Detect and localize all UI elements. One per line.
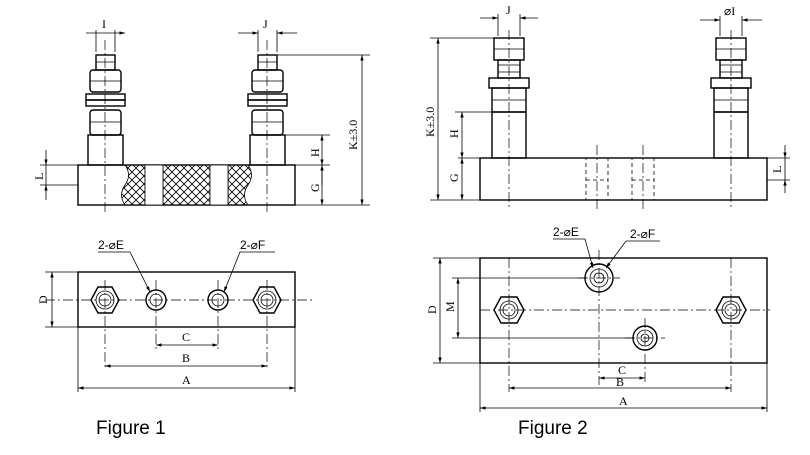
fig2-dim-h-label: H <box>447 129 461 138</box>
fig1-dim-i-label: I <box>102 17 106 31</box>
fig1-dim-j-label: J <box>263 17 268 31</box>
fig1-dim-g-label: G <box>308 183 322 192</box>
fig2-dim-m-label: M <box>443 301 457 312</box>
fig1-dim-c-label: C <box>182 330 190 344</box>
fig1-dim-l-label: L <box>32 173 46 180</box>
fig2-dim-b-label: B <box>616 375 624 389</box>
fig2-dim-g-label: G <box>447 173 461 182</box>
fig1-hex-nut-right <box>252 286 282 314</box>
fig2-dim-i-label: ⌀I <box>724 4 735 18</box>
fig2-dim-l-label: L <box>770 166 784 173</box>
fig2-base-block <box>479 157 768 201</box>
fig2-dim-a-label: A <box>619 394 628 408</box>
fig1-dim-a-label: A <box>182 373 191 387</box>
fig2-dim-c-label: C <box>618 363 626 377</box>
fig1-dim-d-label: D <box>36 295 50 304</box>
fig2-label-e: 2-⌀E <box>553 225 579 239</box>
fig1-label-f: 2-⌀F <box>240 238 265 252</box>
figure-1-front-view: I J K±3.0 H G L <box>32 17 370 215</box>
figure-1-caption: Figure 1 <box>96 418 166 439</box>
fig1-dim-b-label: B <box>182 351 190 365</box>
fig2-dim-k-label: K±3.0 <box>423 107 437 137</box>
fig2-hex-nut-left <box>493 296 525 324</box>
fig2-hex-nut-right <box>715 296 747 324</box>
fig1-dim-h-label: H <box>308 148 322 157</box>
fig1-label-e: 2-⌀E <box>98 238 124 252</box>
figure-1-top-view: 2-⌀E 2-⌀F D C B A <box>36 238 315 392</box>
fig1-left-terminal <box>85 54 126 166</box>
figure-2-caption: Figure 2 <box>518 418 588 439</box>
figure-2-front-view: J ⌀I K±3.0 H G L <box>423 3 790 210</box>
fig1-hex-nut-left <box>90 286 120 314</box>
fig2-dim-j-label: J <box>506 3 511 17</box>
fig2-top-plate <box>479 257 768 364</box>
figure-2-top-view: 2-⌀E 2-⌀F D M C B A <box>425 225 770 412</box>
fig2-dim-d-label: D <box>425 305 439 314</box>
fig1-top-plate <box>77 271 296 328</box>
fig1-dim-k-label: K±3.0 <box>346 120 360 150</box>
fig2-label-f: 2-⌀F <box>630 227 655 241</box>
fig1-right-terminal <box>247 54 288 166</box>
